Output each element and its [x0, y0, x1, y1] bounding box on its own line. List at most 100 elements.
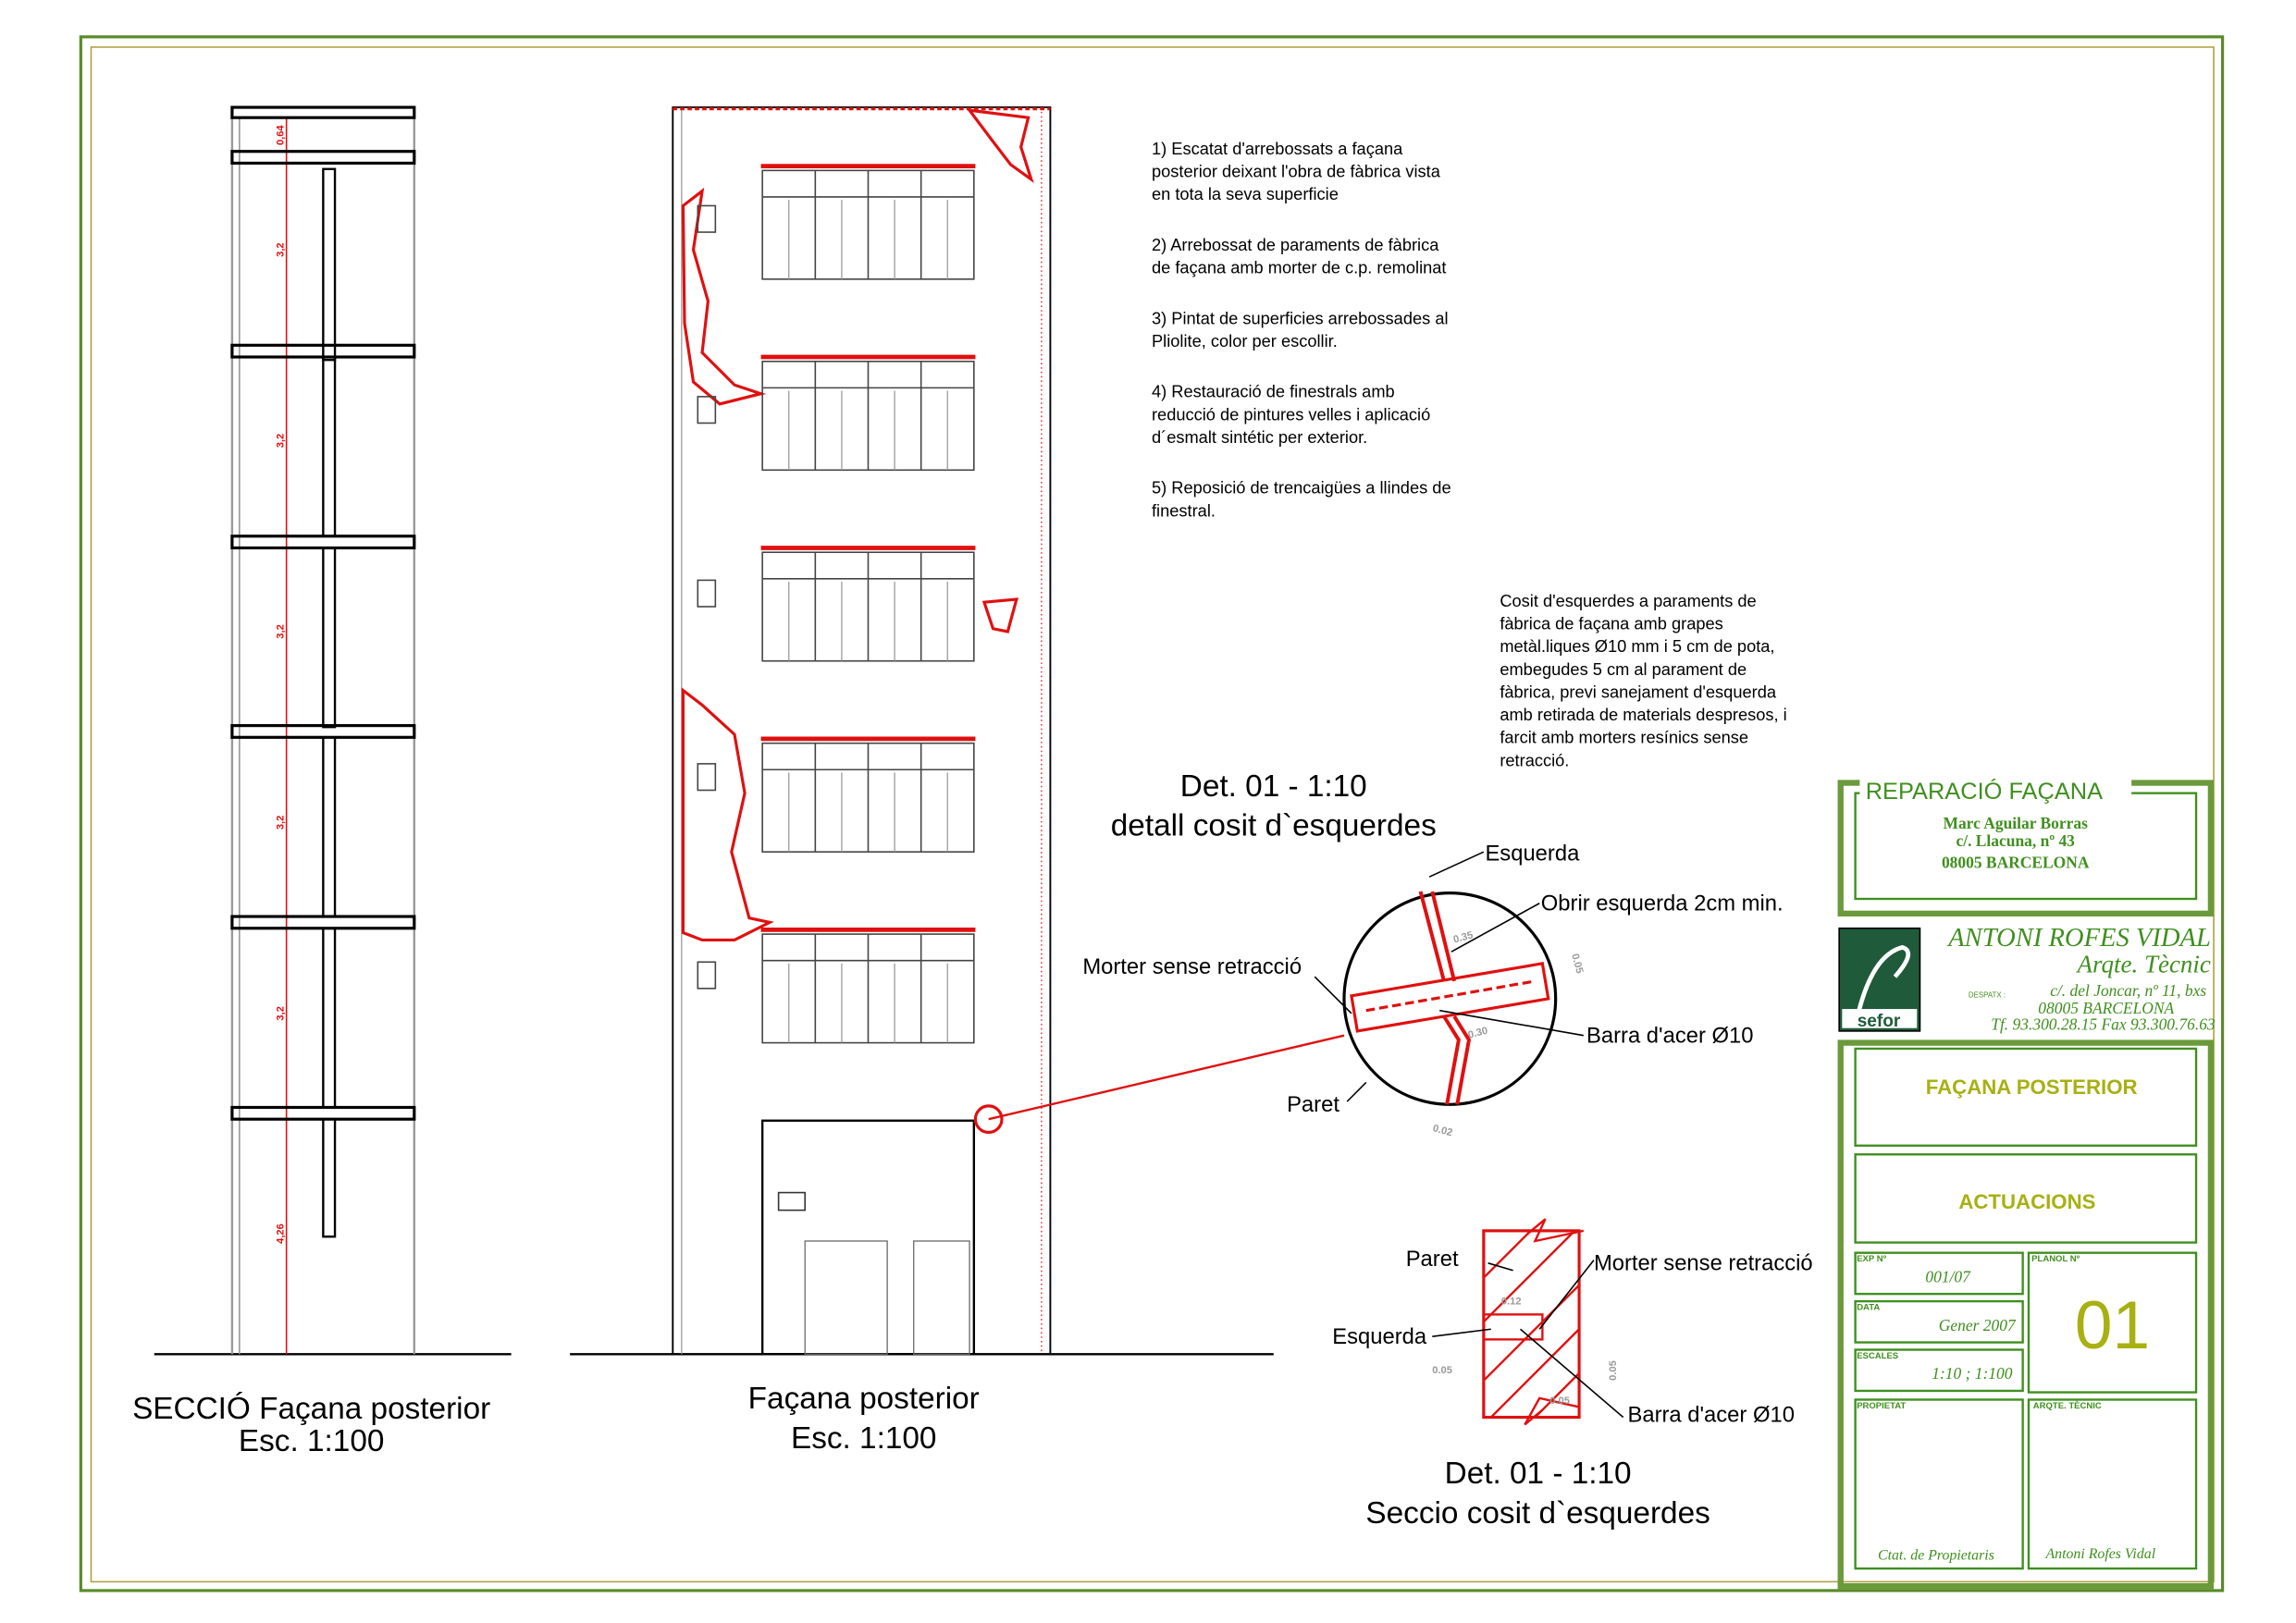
note-line: finestral.: [1152, 500, 1216, 520]
dim-012: 0.12: [1501, 1296, 1522, 1307]
logo-text: sefor: [1858, 1012, 1901, 1031]
dim-030: 0.30: [1467, 1026, 1489, 1041]
client-name: Marc Aguilar Borras: [1943, 814, 2088, 832]
section-drawing: [154, 105, 512, 1356]
note-line: posterior deixant l'obra de fàbrica vist…: [1152, 161, 1441, 180]
section-label-barra: Barra d'acer Ø10: [1627, 1402, 1794, 1427]
owner-value: Ctat. de Propietaris: [1878, 1548, 1994, 1564]
note-line: d´esmalt sintétic per exterior.: [1152, 427, 1367, 447]
note-line: Pliolite, color per escollir.: [1152, 331, 1338, 350]
floor-slab: [230, 1105, 416, 1121]
dim-005: 0.05: [1569, 953, 1585, 975]
detail-plan-drawing: [1314, 851, 1584, 1106]
date-label: DATA: [1857, 1303, 1880, 1313]
exp-value: 001/07: [1925, 1267, 1971, 1285]
window: [760, 927, 976, 1044]
detail-marker: [973, 1104, 1004, 1135]
interior-wall: [322, 1117, 337, 1238]
cosit-note-line: metàl.liques Ø10 mm i 5 cm de pota,: [1500, 636, 1774, 656]
cosit-note: Cosit d'esquerdes a paraments de fàbrica …: [1500, 591, 1786, 769]
outer-border: [79, 35, 2225, 1592]
cosit-note-line: Cosit d'esquerdes a paraments de: [1500, 591, 1756, 610]
sheet-subtitle: ACTUACIONS: [1958, 1190, 2095, 1213]
detail-plan-title: Det. 01 - 1:10: [1180, 769, 1367, 804]
section-label-esquerda: Esquerda: [1332, 1324, 1427, 1349]
plan-number: 01: [2075, 1288, 2150, 1363]
note-line: en tota la seva superficie: [1152, 184, 1339, 203]
arch-label: ARQTE. TÈCNIC: [2033, 1401, 2102, 1411]
floor-slab: [230, 150, 416, 165]
section-label-morter: Morter sense retracció: [1594, 1251, 1813, 1276]
window: [760, 164, 976, 280]
facade-drawing: [570, 106, 1345, 1356]
window: [760, 546, 976, 662]
dim-035: 0.35: [1452, 929, 1475, 945]
dim-005b: 0.05: [1608, 1360, 1619, 1381]
interior-wall: [322, 547, 337, 729]
note-line: 3) Pintat de superficies arrebossades al: [1152, 308, 1449, 327]
cosit-note-line: amb retirada de materials despresos, i: [1500, 705, 1786, 724]
office-city: 08005 BARCELONA: [2038, 999, 2174, 1017]
crack-repair-top-right: [966, 108, 1034, 183]
cosit-note-line: retracció.: [1500, 750, 1569, 769]
arch-value: Antoni Rofes Vidal: [2044, 1546, 2155, 1562]
level-dimension: 4,26: [275, 1223, 286, 1244]
exp-label: EXP Nº: [1857, 1254, 1886, 1264]
level-dimension: 3,2: [275, 242, 286, 256]
vent-grille: [697, 396, 717, 424]
window: [760, 736, 976, 853]
architect-name: ANTONI ROFES VIDAL: [1946, 924, 2211, 953]
vent-grille: [697, 579, 717, 608]
sheet-title: FAÇANA POSTERIOR: [1926, 1076, 2138, 1099]
level-dimension: 0,64: [275, 125, 286, 145]
architect-role: Arqte. Tècnic: [2076, 950, 2211, 977]
vent-grille: [697, 763, 717, 792]
crack-repair-left-1: [681, 187, 767, 406]
label-paret: Paret: [1287, 1092, 1339, 1117]
client-address: c/. Llacuna, nº 43: [1956, 831, 2075, 850]
interior-wall: [322, 355, 337, 537]
facade-scale: Esc. 1:100: [791, 1421, 936, 1456]
date-value: Gener 2007: [1939, 1316, 2017, 1334]
note-line: 4) Restauració de finestrals amb: [1152, 382, 1395, 401]
section-scale: Esc. 1:100: [239, 1424, 384, 1458]
despatx-label: DESPATX :: [1969, 990, 2006, 999]
door: [760, 1119, 976, 1356]
dim-005a: 0.05: [1432, 1365, 1452, 1376]
notes-list: 1) Escatat d'arrebossats a façana posteri…: [1152, 139, 1451, 520]
level-dimension: 3,2: [275, 434, 286, 448]
interior-wall: [322, 736, 337, 918]
scale-label: ESCALES: [1857, 1351, 1898, 1361]
dim-005c: 0.05: [1549, 1396, 1570, 1407]
note-line: de façana amb morter de c.p. remolinat: [1152, 258, 1447, 277]
note-line: 5) Reposició de trencaigües a llindes de: [1152, 478, 1451, 498]
level-dimension: 3,2: [275, 1006, 286, 1020]
label-barra: Barra d'acer Ø10: [1586, 1024, 1753, 1049]
facade-title: Façana posterior: [748, 1382, 980, 1416]
cosit-note-line: embegudes 5 cm al parament de: [1500, 659, 1747, 679]
label-obrir-esquerda: Obrir esquerda 2cm min.: [1541, 891, 1784, 916]
detail-section-drawing: [1432, 1218, 1624, 1426]
label-morter: Morter sense retracció: [1082, 954, 1302, 979]
floor-slab: [230, 915, 416, 930]
office-address: c/. del Joncar, nº 11, bxs: [2050, 981, 2206, 1000]
level-dimension: 3,2: [275, 624, 286, 638]
note-line: 2) Arrebossat de paraments de fàbrica: [1152, 235, 1439, 254]
cosit-note-line: fàbrica de façana amb grapes: [1500, 614, 1722, 633]
cosit-note-line: farcit amb morters resínics sense: [1500, 728, 1748, 747]
plan-label: PLANOL Nº: [2031, 1254, 2080, 1264]
vent-grille: [697, 961, 717, 990]
interior-wall: [322, 927, 337, 1109]
section-title: SECCIÓ Façana posterior: [132, 1391, 490, 1426]
owner-label: PROPIETAT: [1857, 1401, 1906, 1411]
interior-wall: [322, 167, 337, 362]
dim-002: 0.02: [1431, 1123, 1453, 1138]
note-line: 1) Escatat d'arrebossats a façana: [1152, 139, 1403, 158]
detail-section-title: Det. 01 - 1:10: [1445, 1457, 1632, 1491]
roof-slab: [230, 105, 416, 119]
project-title: REPARACIÓ FAÇANA: [1866, 778, 2103, 805]
detail-section-subtitle: Seccio cosit d`esquerdes: [1365, 1496, 1710, 1531]
label-esquerda: Esquerda: [1485, 842, 1580, 867]
floor-slab: [230, 535, 416, 550]
